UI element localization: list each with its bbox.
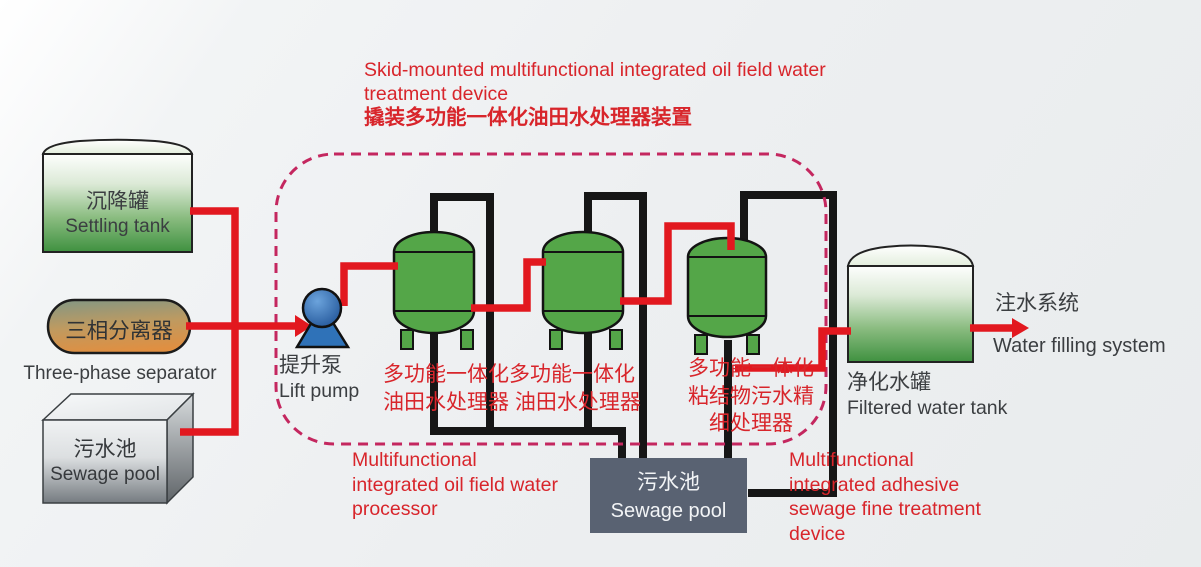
lift-pump-label-cn: 提升泵 — [279, 354, 342, 377]
sewage-pool-left-label-en: Sewage pool — [50, 464, 160, 485]
lift-pump-label-en: Lift pump — [279, 380, 360, 402]
flow-arrow-to-water-filling — [1012, 318, 1029, 338]
settling-tank-label-en: Settling tank — [65, 216, 170, 237]
fine-processor-label-line-2: 粘结物污水精 — [688, 384, 814, 408]
fine-processor-label-line-3: 细处理器 — [709, 412, 793, 435]
processor-annotation-line-3: processor — [352, 498, 438, 520]
title-line-3: 撬装多功能一体化油田水处理器装置 — [364, 106, 692, 129]
oilfield-processor-label-line-2: 油田水处理器 油田水处理器 — [383, 391, 641, 414]
fine-processor-annotation-line-3: sewage fine treatment — [789, 498, 981, 520]
filtered-water-tank-label: 净化水罐 Filtered water tank — [847, 369, 1007, 420]
red-pipe-tank1-to-tank2 — [471, 258, 546, 312]
filtered-water-tank-shape — [846, 244, 975, 363]
title-line-1: Skid-mounted multifunctional integrated … — [364, 59, 826, 81]
black-pipe-tank3 — [740, 191, 837, 497]
separator-label-cn: 三相分离器 — [65, 319, 173, 343]
red-pipe-pump-to-tank1 — [340, 262, 398, 306]
sewage-pool-left-label-cn: 污水池 — [73, 438, 137, 461]
oilfield-processor-label: 多功能一体化多功能一体化 油田水处理器 油田水处理器 — [383, 361, 641, 417]
water-filling-label-cn: 注水系统 — [995, 292, 1079, 315]
fine-processor-annotation-line-4: device — [789, 522, 846, 545]
fine-processor-label-line-1: 多功能一体化 — [688, 357, 814, 380]
sewage-pool-bottom-label-cn: 污水池 — [637, 471, 700, 494]
fine-processor-annotation-line-1: Multifunctional — [789, 449, 914, 471]
sewage-pool-3d-shape — [41, 392, 195, 505]
sewage-pool-box — [590, 458, 747, 533]
sewage-pool-bottom-label-en: Sewage pool — [610, 500, 727, 522]
red-pipe-settling-to-main — [180, 207, 239, 436]
fine-processor-annotation-line-2: integrated adhesive — [789, 473, 960, 496]
red-process-pipes — [180, 207, 1029, 436]
skid-boundary — [274, 152, 828, 446]
processor-annotation-en: Multifunctional integrated oil field wat… — [352, 448, 558, 522]
settling-tank-label-cn: 沉降罐 — [86, 190, 149, 213]
separator-label-en: Three-phase separator — [23, 363, 217, 384]
filtered-water-tank-label-cn: 净化水罐 — [847, 371, 931, 394]
processor-annotation-line-1: Multifunctional — [352, 449, 477, 471]
treatment-tank-1 — [392, 230, 476, 350]
oilfield-processor-label-line-1: 多功能一体化多功能一体化 — [383, 363, 635, 386]
red-pipe-tank3-to-filtered-tank — [735, 327, 851, 372]
diagram-title: Skid-mounted multifunctional integrated … — [364, 59, 826, 130]
lift-pump-icon — [294, 287, 351, 349]
sewage-pool-left-label: 污水池 Sewage pool — [43, 436, 167, 487]
equipment-shapes — [41, 138, 975, 533]
red-pipe-tank2-to-tank3 — [620, 222, 735, 305]
flow-arrow-to-pump — [295, 315, 312, 337]
treatment-tank-3 — [686, 236, 768, 355]
treatment-tank-2 — [541, 230, 625, 350]
title-line-2: treatment device — [364, 82, 509, 105]
fine-processor-annotation-en: Multifunctional integrated adhesive sewa… — [789, 448, 981, 546]
black-pipe-bottom-header — [430, 427, 626, 460]
settling-tank-shape — [41, 138, 194, 253]
filtered-water-tank-label-en: Filtered water tank — [847, 397, 1008, 419]
water-filling-label-en: Water filling system — [993, 335, 1166, 357]
sewage-pool-bottom-label: 污水池 Sewage pool — [590, 468, 747, 524]
settling-tank-label: 沉降罐 Settling tank — [40, 188, 195, 239]
processor-annotation-line-2: integrated oil field water — [352, 473, 558, 496]
lift-pump-label: 提升泵 Lift pump — [279, 352, 359, 403]
fine-processor-label: 多功能一体化 粘结物污水精 细处理器 — [676, 355, 826, 438]
